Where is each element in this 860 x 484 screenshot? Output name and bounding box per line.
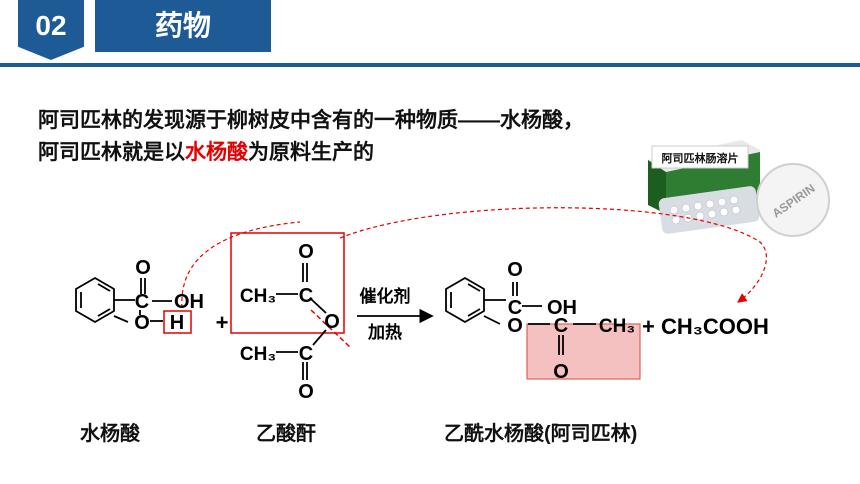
aspirin-structure <box>445 276 596 355</box>
salicylic-acid-structure <box>75 276 172 324</box>
intro-line-2: 阿司匹林就是以水杨酸为原料生产的 <box>38 136 374 166</box>
intro-line-2-prefix: 阿司匹林就是以 <box>38 141 185 164</box>
anhydride-o-bottom: O <box>298 381 314 403</box>
h-highlight-box <box>163 310 192 334</box>
acetyl-highlight-box <box>230 232 345 334</box>
atom-o-top: O <box>135 257 151 279</box>
page-title: 药物 <box>95 0 271 52</box>
condition-catalyst: 催化剂 <box>360 286 411 306</box>
anhydride-c-top: C <box>299 285 313 307</box>
atom-c: C <box>135 291 149 313</box>
transfer-arc-right <box>339 207 767 303</box>
byproduct-acetic-acid: + CH₃COOH <box>642 314 769 339</box>
intro-line-2-suffix: 为原料生产的 <box>248 141 374 164</box>
product-atom-o-carbonyl: O <box>553 361 569 383</box>
anhydride-o-top: O <box>298 241 314 263</box>
bond-cleavage-line <box>310 309 352 349</box>
product-atom-o-top: O <box>507 259 523 281</box>
product-atom-c2: C <box>554 315 568 337</box>
acetic-anhydride-structure <box>276 263 327 380</box>
product-atom-c: C <box>508 297 522 319</box>
aspirin-product-image: 阿司匹林肠溶片 ASPIRIN <box>648 140 830 237</box>
caption-acetic-anhydride: 乙酸酐 <box>256 423 316 445</box>
anhydride-c-bottom: C <box>299 343 313 365</box>
caption-aspirin: 乙酰水杨酸(阿司匹林) <box>444 423 638 445</box>
caption-salicylic-acid: 水杨酸 <box>80 423 140 445</box>
product-atom-oh: OH <box>547 297 577 319</box>
intro-line-1: 阿司匹林的发现源于柳树皮中含有的一种物质——水杨酸， <box>38 109 584 132</box>
acetyl-group-highlight <box>526 323 641 380</box>
atom-oh: OH <box>174 291 204 313</box>
product-ch3: CH₃ <box>599 316 635 337</box>
product-atom-o-ester: O <box>507 315 523 337</box>
box-label: 阿司匹林肠溶片 <box>662 151 739 165</box>
anhydride-o-mid: O <box>324 311 340 333</box>
atom-h: H <box>170 312 184 334</box>
transfer-arc-left <box>181 221 301 309</box>
intro-highlight: 水杨酸 <box>185 141 248 164</box>
anhydride-ch3-top: CH₃ <box>240 286 276 307</box>
header-bar <box>0 63 860 67</box>
plus-sign: + <box>216 310 229 335</box>
anhydride-ch3-bottom: CH₃ <box>240 344 276 365</box>
section-number: 02 <box>18 0 84 60</box>
condition-heat: 加热 <box>367 322 402 342</box>
atom-o-ester: O <box>134 312 150 334</box>
